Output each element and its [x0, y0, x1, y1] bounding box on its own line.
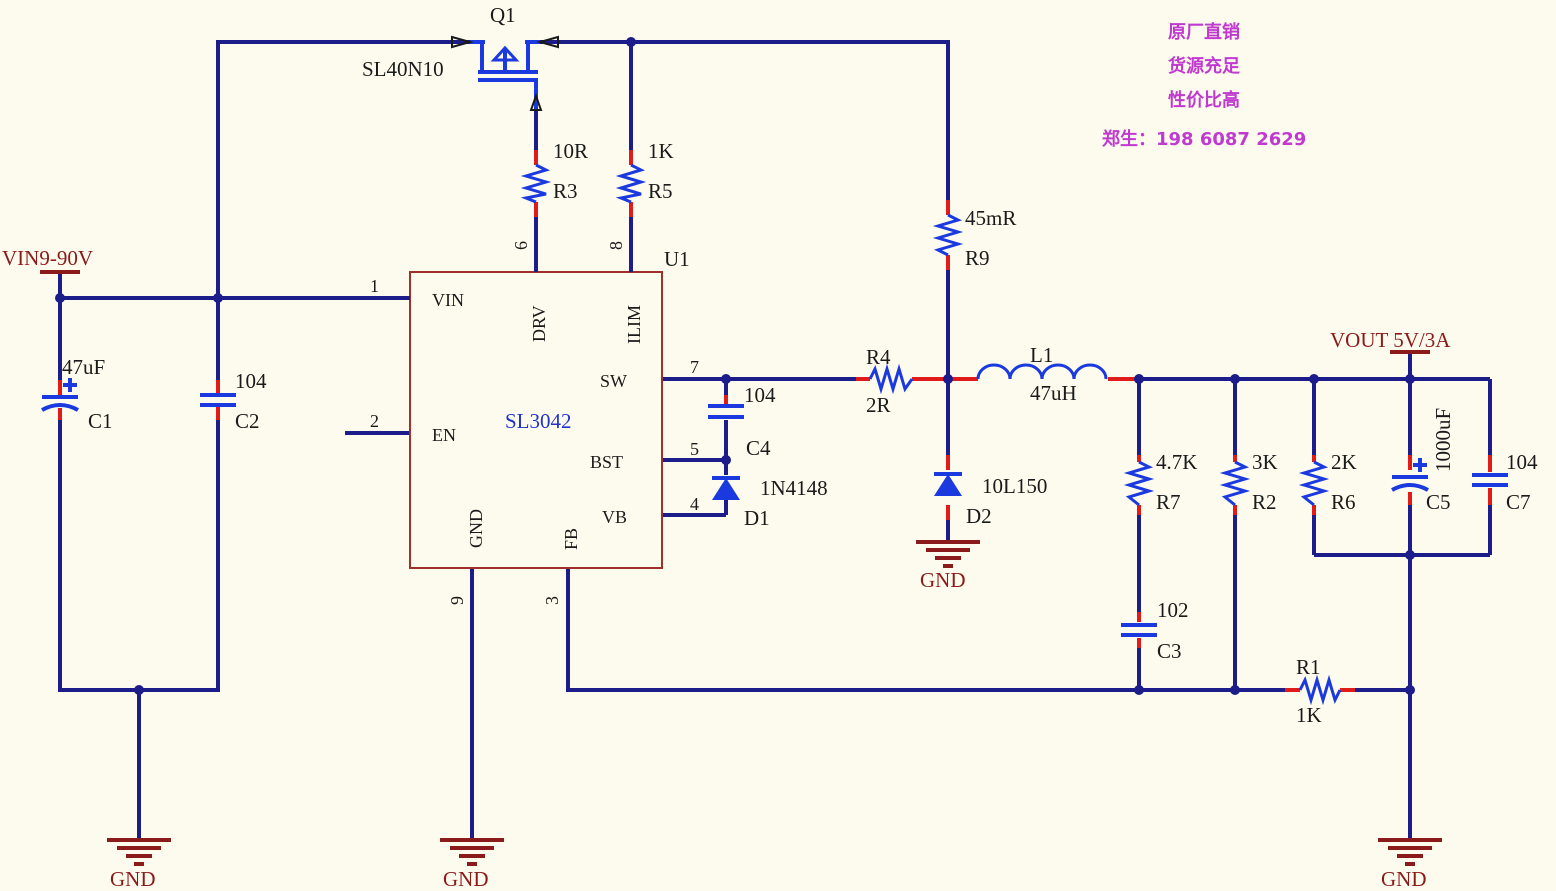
diode-d1	[712, 476, 740, 500]
c7-value: 104	[1506, 450, 1538, 474]
vout-label: VOUT 5V/3A	[1330, 328, 1451, 352]
resistor-r6	[1298, 460, 1330, 507]
r4-ref: R4	[866, 345, 891, 369]
pin-label-drv: DRV	[529, 305, 549, 342]
c1-ref: C1	[88, 409, 113, 433]
r6-value: 2K	[1331, 450, 1357, 474]
r1-ref: R1	[1296, 655, 1321, 679]
capacitor-c1	[41, 378, 79, 412]
r2-ref: R2	[1252, 490, 1277, 514]
c7-ref: C7	[1506, 490, 1531, 514]
capacitor-c2	[200, 393, 236, 407]
pin-number-1: 1	[370, 276, 379, 296]
ad-line-2: 货源充足	[1168, 55, 1240, 77]
capacitor-c7	[1472, 473, 1508, 487]
c4-value: 104	[744, 383, 776, 407]
pin-label-vin: VIN	[432, 290, 464, 310]
r5-ref: R5	[648, 179, 673, 203]
c2-ref: C2	[235, 409, 260, 433]
d1-value: 1N4148	[760, 476, 828, 500]
r5-value: 1K	[648, 139, 674, 163]
resistor-r4	[868, 363, 914, 395]
ic-ref: U1	[664, 247, 690, 271]
pin-label-fb: FB	[561, 528, 581, 550]
q1-value: SL40N10	[362, 57, 444, 81]
gnd-label-2: GND	[443, 867, 489, 891]
c5-ref: C5	[1426, 490, 1451, 514]
resistor-r1	[1298, 674, 1342, 706]
c4-ref: C4	[746, 436, 771, 460]
diode-d2	[934, 472, 962, 496]
c2-value: 104	[235, 369, 267, 393]
pin-label-bst: BST	[590, 452, 623, 472]
d2-value: 10L150	[982, 474, 1047, 498]
resistor-r3	[520, 163, 552, 204]
inductor-l1	[976, 363, 1108, 380]
ground-ic	[440, 838, 504, 866]
c1-value: 47uF	[62, 355, 105, 379]
r4-value: 2R	[866, 393, 891, 417]
pin-label-vb: VB	[602, 507, 627, 527]
l1-value: 47uH	[1030, 381, 1077, 405]
q1-ref: Q1	[490, 3, 516, 27]
ad-line-3: 性价比高	[1168, 89, 1240, 111]
pin-number-3: 3	[542, 596, 562, 605]
pin-number-9: 9	[447, 596, 467, 605]
wires	[58, 40, 1492, 838]
c3-ref: C3	[1157, 639, 1182, 663]
r3-value: 10R	[553, 139, 588, 163]
r1-value: 1K	[1296, 703, 1322, 727]
ground-d2	[916, 540, 980, 568]
r2-value: 3K	[1252, 450, 1278, 474]
r3-ref: R3	[553, 179, 578, 203]
pin-label-ilim: ILIM	[624, 305, 644, 344]
mosfet-q1-symbol	[451, 35, 559, 111]
ic-u1	[345, 230, 663, 569]
pin-number-2: 2	[370, 411, 379, 431]
ad-line-1: 原厂直销	[1168, 21, 1240, 43]
resistor-r2	[1219, 460, 1251, 507]
r7-ref: R7	[1156, 490, 1181, 514]
c3-value: 102	[1157, 598, 1189, 622]
pin-number-5: 5	[690, 439, 699, 459]
l1-ref: L1	[1030, 343, 1053, 367]
d2-ref: D2	[966, 504, 992, 528]
pin-stubs	[58, 150, 1492, 692]
pin-label-gnd: GND	[466, 509, 486, 548]
ground-c1-c2	[107, 838, 171, 866]
pin-number-7: 7	[690, 357, 699, 377]
resistor-r7	[1123, 460, 1155, 507]
r6-ref: R6	[1331, 490, 1356, 514]
resistor-r5	[615, 163, 647, 204]
r9-ref: R9	[965, 246, 990, 270]
c5-value: 1000uF	[1431, 408, 1455, 472]
ic-part: SL3042	[505, 409, 572, 433]
capacitor-c3	[1121, 623, 1157, 637]
r9-value: 45mR	[965, 206, 1016, 230]
capacitor-c5	[1391, 458, 1429, 492]
gnd-label-3: GND	[920, 568, 966, 592]
junctions	[55, 37, 1415, 695]
vin-label: VIN9-90V	[2, 246, 93, 270]
pin-number-6: 6	[511, 241, 531, 250]
ground-output	[1378, 838, 1442, 866]
r7-value: 4.7K	[1156, 450, 1197, 474]
ad-contact: 郑生：198 6087 2629	[1102, 128, 1306, 150]
d1-ref: D1	[744, 506, 770, 530]
gnd-label-4: GND	[1381, 867, 1427, 891]
gnd-label-1: GND	[110, 867, 156, 891]
resistor-r9	[932, 213, 964, 257]
pin-label-sw: SW	[600, 371, 627, 391]
pin-number-8: 8	[606, 241, 626, 250]
pin-label-en: EN	[432, 425, 456, 445]
capacitor-c4	[708, 404, 744, 419]
pin-number-4: 4	[690, 494, 699, 514]
